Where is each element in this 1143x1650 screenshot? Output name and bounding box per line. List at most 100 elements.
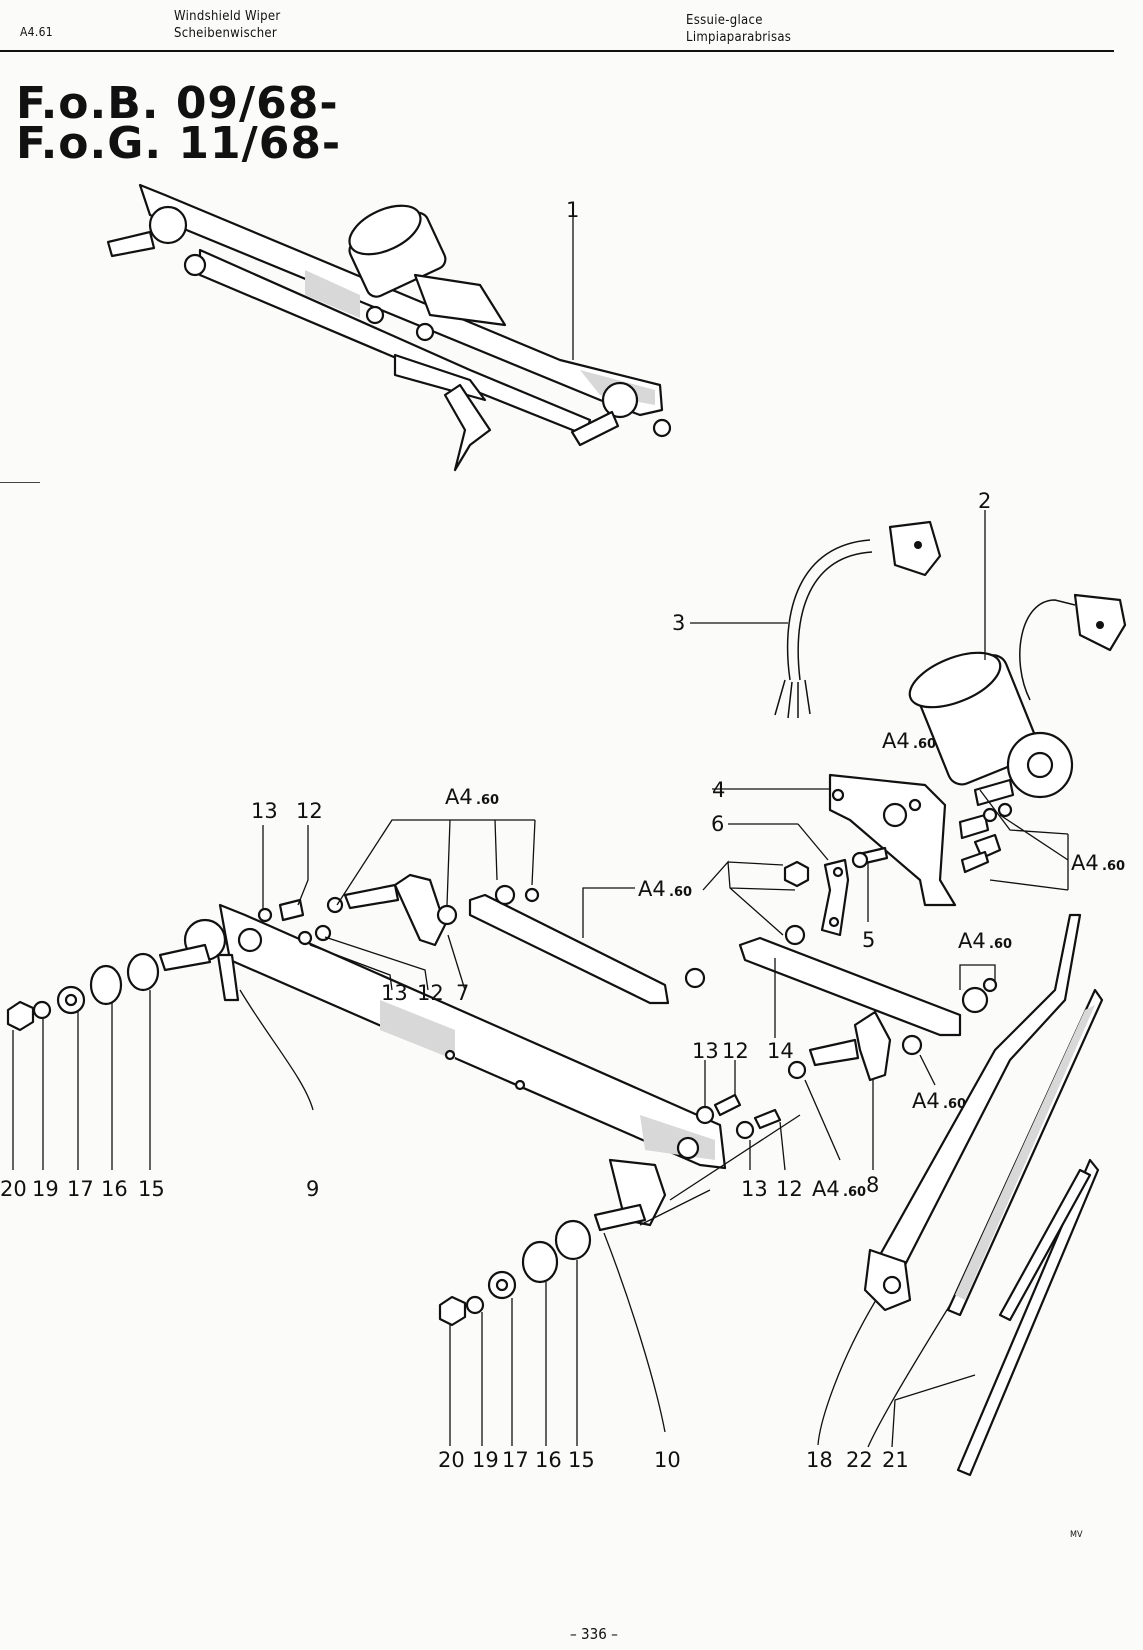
wiper-arm [863, 913, 1082, 1312]
leader-a460-r [959, 964, 996, 990]
label-17-right: 17 [502, 1448, 529, 1472]
svg-text:A4: A4 [1071, 851, 1099, 875]
leader-a460-8r [919, 1054, 936, 1086]
leader-7 [447, 934, 466, 991]
leader-10 [603, 1232, 666, 1433]
svg-text:.60: .60 [943, 1097, 966, 1112]
clamp-plate [820, 858, 850, 937]
svg-text:A4: A4 [812, 1177, 840, 1201]
leader-a460-links [702, 860, 796, 936]
fasteners-lower [695, 1093, 782, 1140]
label-21: 21 [882, 1448, 909, 1472]
label-9: 9 [306, 1177, 319, 1201]
left-spindle [6, 918, 240, 1032]
leader-a460-mid [582, 887, 635, 938]
label-13-top: 13 [251, 799, 278, 823]
wiring-harness [774, 520, 942, 719]
label-3: 3 [672, 611, 685, 635]
bracket-screw [851, 846, 889, 869]
label-6: 6 [711, 812, 724, 836]
label-13-mid: 13 [381, 981, 408, 1005]
leader-12d [779, 1121, 786, 1171]
svg-text:.60: .60 [476, 793, 499, 808]
svg-text:A4: A4 [912, 1089, 940, 1113]
frame-crossbar [218, 903, 727, 1170]
svg-text:A4: A4 [958, 929, 986, 953]
production-date-2: F.o.G. 11/68- [16, 118, 342, 169]
wiper-refill [956, 1158, 1100, 1477]
label-17-left: 17 [67, 1177, 94, 1201]
label-13-low: 13 [741, 1177, 768, 1201]
header-rule [0, 50, 1114, 52]
title-en-de: Windshield Wiper Scheibenwischer [174, 8, 280, 42]
leader-6b [797, 823, 829, 861]
ref-a460-lower: A4 .60 [812, 1177, 866, 1201]
leader-22 [867, 1304, 951, 1448]
label-7: 7 [456, 981, 469, 1005]
production-date-1: F.o.B. 09/68- [16, 78, 339, 129]
label-20-left: 20 [0, 1177, 27, 1201]
leader-21 [891, 1374, 976, 1448]
svg-text:.60: .60 [1102, 859, 1125, 874]
page-number: – 336 – [570, 1625, 618, 1643]
ref-a460-motor: A4 .60 [882, 729, 936, 753]
label-19-left: 19 [32, 1177, 59, 1201]
link-hardware [783, 860, 810, 946]
leader-a460-top [336, 819, 536, 906]
svg-text:A4: A4 [882, 729, 910, 753]
ref-a460-mid: A4 .60 [638, 877, 692, 901]
leader-a460-8 [804, 1079, 841, 1161]
connecting-rod-upper [468, 884, 706, 1005]
section-code: A4.61 [20, 25, 53, 39]
title-german: Scheibenwischer [174, 26, 278, 41]
label-15-left: 15 [138, 1177, 165, 1201]
margin-mark [0, 482, 40, 483]
svg-text:.60: .60 [843, 1185, 866, 1200]
label-20-right: 20 [438, 1448, 465, 1472]
svg-text:.60: .60 [989, 937, 1012, 952]
leader-18 [817, 1299, 877, 1446]
title-english: Windshield Wiper [174, 9, 281, 24]
label-16-left: 16 [101, 1177, 128, 1201]
motor-hardware [958, 802, 1013, 874]
connecting-rod-14 [738, 936, 998, 1037]
crank-8 [787, 1010, 923, 1082]
title-french: Essuie-glace [686, 13, 763, 28]
label-13-right: 13 [692, 1039, 719, 1063]
leader-a460-motor [979, 789, 1069, 891]
label-4: 4 [712, 778, 725, 802]
label-15-right: 15 [568, 1448, 595, 1472]
wiper-motor [908, 593, 1127, 807]
label-2: 2 [978, 489, 991, 513]
artist-mark: MV [1070, 1530, 1083, 1540]
svg-text:.60: .60 [913, 737, 936, 752]
title-spanish: Limpiaparabrisas [686, 30, 792, 45]
label-8: 8 [866, 1173, 879, 1197]
label-10: 10 [654, 1448, 681, 1472]
dash-lower [669, 1114, 801, 1201]
label-5: 5 [862, 928, 875, 952]
crank-7 [257, 873, 458, 947]
leader-12b [324, 936, 429, 991]
label-22: 22 [846, 1448, 873, 1472]
label-12-mid: 12 [417, 981, 444, 1005]
wiper-blade [946, 988, 1104, 1317]
ref-a460-top: A4 .60 [445, 785, 499, 809]
motor-bracket [828, 773, 957, 907]
svg-text:A4: A4 [445, 785, 473, 809]
nut-leaders-left [12, 990, 151, 1170]
title-fr-es: Essuie-glace Limpiaparabrisas [686, 12, 791, 46]
leader-9 [239, 989, 314, 1111]
ref-a460-side: A4 .60 [1071, 851, 1125, 875]
right-spindle [438, 1158, 667, 1327]
leader-13b [309, 944, 393, 991]
label-12-low: 12 [776, 1177, 803, 1201]
nut-leaders-right [449, 1260, 578, 1446]
ref-a460-crank: A4 .60 [912, 1089, 966, 1113]
label-19-right: 19 [472, 1448, 499, 1472]
ref-a460-rod: A4 .60 [958, 929, 1012, 953]
svg-text:A4: A4 [638, 877, 666, 901]
label-1: 1 [566, 198, 579, 222]
